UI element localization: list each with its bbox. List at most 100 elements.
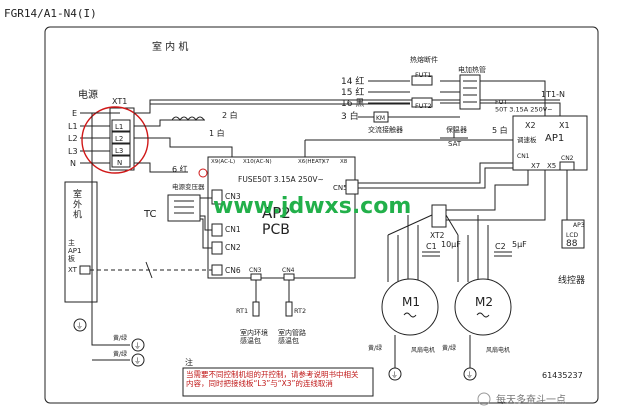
outdoor-xt-label: XT	[68, 266, 78, 274]
pcb-cn3: CN3	[225, 192, 241, 201]
c1-value: 10μF	[441, 240, 461, 249]
mains-wires	[134, 99, 560, 173]
ground-icon	[463, 367, 477, 381]
controller-ap3: AP3	[573, 222, 585, 229]
outdoor-label: 室外机	[73, 188, 82, 221]
capacitors	[422, 251, 512, 257]
xt1-terminal-n: N	[117, 159, 122, 167]
wechat-icon	[477, 392, 491, 406]
xt1-terminal-l3: L3	[115, 147, 123, 155]
contactor-label: 交流接触器	[368, 125, 403, 134]
wire-1-label: 1 白	[209, 128, 225, 138]
ap1-title: AP1	[545, 133, 564, 144]
xt1-terminal-l2: L2	[115, 135, 123, 143]
pcb-bottom-cn3: CN3	[249, 267, 262, 274]
ground-wire-label: 黄/绿	[113, 350, 127, 358]
c1-label: C1	[426, 242, 437, 251]
pcb-port-x6: X6(HEAT)	[298, 159, 324, 165]
motor-m1-label: M1	[402, 295, 420, 309]
note-text: 当需要不同控制机组的开控制，请参考说明书中相关内容，同时把接线板“L3”与“X3…	[186, 369, 359, 388]
xt2-label: XT2	[430, 231, 445, 240]
heater-label: 电加热管	[458, 65, 486, 74]
indoor-unit-frame	[44, 26, 599, 404]
ap1-cn2-connector	[559, 161, 575, 171]
power-line-l1: L1	[68, 122, 78, 131]
pcb-cn6: CN6	[225, 266, 241, 275]
wired-controller	[561, 219, 585, 249]
ground-symbol: ⏚	[134, 342, 141, 350]
fuse-fut2-label: FUT2	[415, 102, 432, 110]
ground-symbol: ⏚	[134, 357, 141, 365]
rt1-thermistor	[252, 301, 260, 317]
ap1-port-x5: X5	[547, 162, 556, 170]
wire-15-label: 15 红	[341, 86, 364, 98]
sensor-rt1-label: 室内环境感温包	[240, 328, 268, 345]
cn5-connector	[345, 179, 359, 195]
ground-icon	[73, 318, 87, 332]
controller-label: 线控器	[558, 274, 585, 286]
motor-m1-ac-symbol	[403, 312, 417, 318]
fuse-fut2	[411, 97, 433, 108]
r3-marker	[198, 168, 208, 178]
ap1-board	[512, 115, 588, 171]
controller-digits: 88	[566, 239, 578, 249]
fan-motor-m1	[381, 278, 439, 336]
outdoor-xt-connector	[79, 265, 91, 275]
pcb-cn1: CN1	[225, 225, 241, 234]
pcb-ap2-board	[207, 156, 356, 279]
c2-value: 5μF	[512, 240, 527, 249]
wire-5-label: 5 白	[492, 125, 508, 135]
ap1-port-x2: X2	[525, 121, 536, 130]
fan-motor-m2	[454, 278, 512, 336]
motor-m2-desc: 风扇电机	[486, 346, 510, 354]
pcb-bottom-cn4: CN4	[282, 267, 295, 274]
indoor-unit-label: 室 内 机	[152, 40, 188, 53]
ap1-cn1: CN1	[517, 153, 530, 160]
xt1-terminal	[111, 143, 131, 156]
power-line-n: N	[70, 159, 76, 168]
pcb-port-x9: X9(AC-L)	[211, 159, 235, 165]
ap1-cn2: CN2	[561, 155, 574, 162]
power-line-l3: L3	[68, 147, 78, 156]
ground-symbol: ⏚	[76, 322, 83, 330]
ap1-port-x7: X7	[531, 162, 540, 170]
pcb-cn2: CN2	[225, 243, 241, 252]
fuses-label: 热熔断件	[410, 55, 438, 64]
transformer-windings	[174, 200, 194, 214]
highlight-circle	[81, 106, 149, 174]
ground-icon	[388, 367, 402, 381]
cn4-connector	[283, 273, 295, 281]
controller-lcd: LCD	[566, 232, 579, 239]
fuse-fut1-label: FUT1	[415, 71, 432, 79]
fuse-fut1	[411, 75, 433, 86]
ground-icon	[131, 338, 145, 352]
motor-m1-desc: 风扇电机	[411, 346, 435, 354]
pcb-fuse-label: FUSE50T 3.15A 250V~	[238, 175, 324, 184]
xt1-terminal	[111, 119, 131, 132]
electric-heater	[459, 74, 481, 110]
pcb-port-x7: X7	[322, 159, 330, 165]
sensor-rt1-id: RT1	[236, 307, 248, 315]
ground-wire-label: 黄/绿	[368, 344, 382, 352]
ground-icon	[131, 353, 145, 367]
ap1-sub-label: 调速板	[517, 135, 537, 144]
power-line-e: E	[72, 109, 77, 118]
sat-label: 保温器	[446, 125, 467, 134]
tc-label: TC	[143, 209, 157, 220]
ground-symbol: ⏚	[391, 371, 398, 379]
xt1-terminal	[111, 155, 131, 168]
ground-wire-label: 黄/绿	[113, 334, 127, 342]
pcb-name: AP2	[262, 204, 291, 222]
motor-m2-ac-symbol	[476, 312, 490, 318]
pcb-port-x10: X10(AC-N)	[243, 159, 272, 165]
watermark: www.jdwxs.com	[213, 194, 411, 219]
xt1-terminal-l1: L1	[115, 123, 123, 131]
pcb-port-x8: X8	[340, 159, 348, 165]
heater-elements	[463, 80, 477, 103]
cn3-connector	[250, 273, 262, 281]
xt1-label: XT1	[112, 97, 127, 106]
contactor-km-label: KM	[376, 115, 385, 122]
